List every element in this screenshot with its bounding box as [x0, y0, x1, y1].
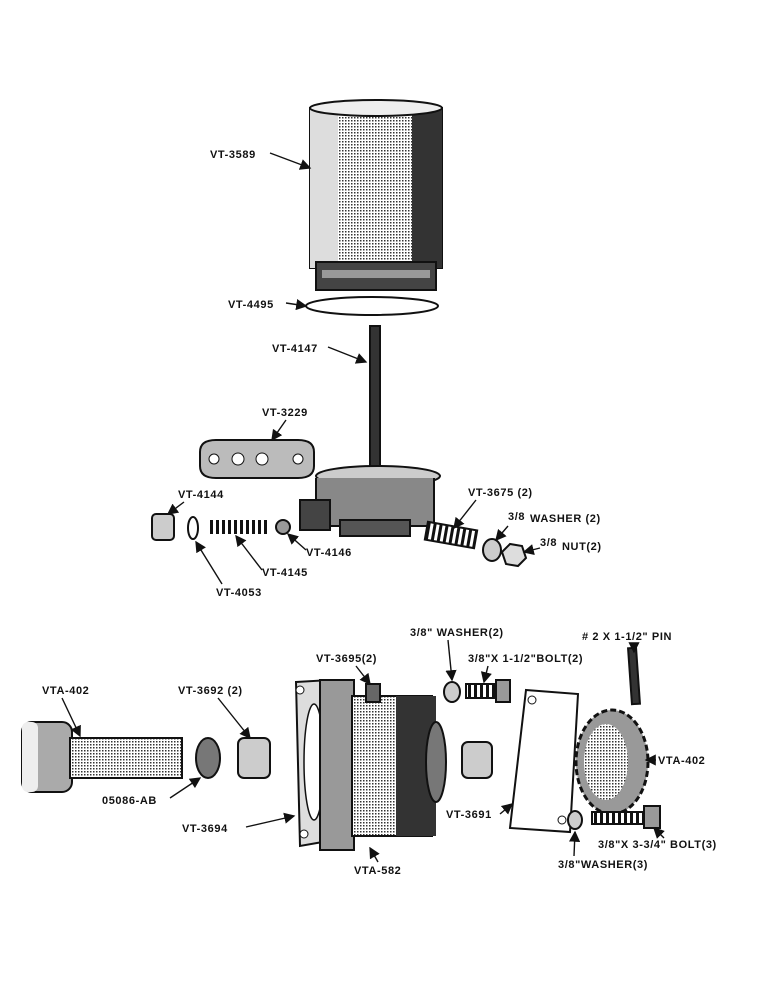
stud — [423, 520, 479, 550]
bushing — [237, 737, 271, 779]
spacer — [365, 683, 381, 703]
label-washer-top: WASHER (2) — [530, 513, 601, 525]
right-gasket — [508, 688, 580, 834]
label-spacer: VT-3695(2) — [316, 653, 377, 665]
label-housing: VTA-582 — [354, 865, 401, 877]
spring — [208, 520, 270, 534]
label-washer-top-fraction: 3/8 — [508, 511, 525, 523]
base-gasket — [199, 439, 315, 479]
top-washer — [482, 538, 502, 562]
label-left-gasket: VT-3694 — [182, 823, 228, 835]
label-plug-gasket: VT-4053 — [216, 587, 262, 599]
bottom-washer — [567, 810, 583, 830]
label-right-gasket: VT-3691 — [446, 809, 492, 821]
plug — [151, 513, 175, 541]
label-washer-bottom: 3/8"WASHER(3) — [558, 859, 648, 871]
top-nut — [500, 542, 528, 568]
label-shaft: VTA-402 — [42, 685, 89, 697]
filter-base — [299, 465, 441, 537]
label-ball: VT-4146 — [306, 547, 352, 559]
label-bushing: VT-3692 (2) — [178, 685, 243, 697]
gear — [574, 708, 650, 816]
label-spring: VT-4145 — [262, 567, 308, 579]
label-nut: NUT(2) — [562, 541, 602, 553]
label-plug: VT-4144 — [178, 489, 224, 501]
label-stud: VT-3675 (2) — [468, 487, 533, 499]
ball — [275, 519, 291, 535]
short-bolt — [465, 679, 511, 703]
label-pin: # 2 X 1-1/2" PIN — [582, 631, 672, 643]
label-washer-mid: 3/8" WASHER(2) — [410, 627, 504, 639]
pin — [626, 646, 642, 706]
label-bolt-short: 3/8"X 1-1/2"BOLT(2) — [468, 653, 583, 665]
long-bolt — [591, 805, 661, 829]
pump-housing — [319, 679, 447, 851]
seal — [195, 737, 221, 779]
filter-gasket — [305, 296, 439, 316]
right-bushing — [461, 741, 493, 779]
filter-element — [309, 99, 443, 291]
label-filter-element: VT-3589 — [210, 149, 256, 161]
label-nut-fraction: 3/8 — [540, 537, 557, 549]
label-filter-gasket: VT-4495 — [228, 299, 274, 311]
label-base-gasket: VT-3229 — [262, 407, 308, 419]
label-seal: 05086-AB — [102, 795, 157, 807]
label-bolt-long: 3/8"X 3-3/4" BOLT(3) — [598, 839, 717, 851]
center-stud — [369, 325, 381, 477]
label-center-stud: VT-4147 — [272, 343, 318, 355]
shaft — [21, 721, 183, 793]
plug-gasket — [187, 516, 199, 540]
label-gear: VTA-402 — [658, 755, 705, 767]
mid-washer — [443, 681, 461, 703]
